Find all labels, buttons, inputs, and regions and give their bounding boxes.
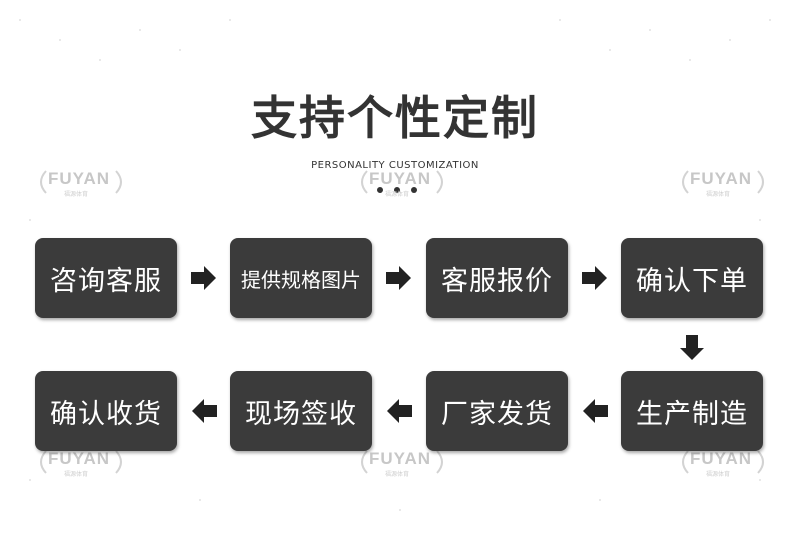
watermark-brand: FUYAN — [690, 169, 752, 188]
step-factory-ship: 厂家发货 — [426, 371, 568, 451]
watermark-logo: FUYAN 福源体育 — [678, 163, 768, 203]
watermark-logo: FUYAN 福源体育 — [357, 163, 447, 203]
arrow-right-icon — [582, 266, 607, 290]
title-dots-decoration — [377, 187, 417, 195]
page-title: 支持个性定制 — [251, 91, 539, 145]
arrow-left-icon — [583, 399, 608, 423]
watermark-logo: FUYAN 福源体育 — [357, 443, 447, 483]
step-consult-service: 咨询客服 — [35, 238, 177, 318]
step-confirm-receipt: 确认收货 — [35, 371, 177, 451]
arrow-left-icon — [387, 399, 412, 423]
step-provide-specs: 提供规格图片 — [230, 238, 372, 318]
watermark-brand: FUYAN — [690, 449, 752, 468]
watermark-brand: FUYAN — [369, 169, 431, 188]
watermark-sub: 福源体育 — [64, 191, 89, 198]
watermark-sub: 福源体育 — [706, 471, 731, 478]
step-production: 生产制造 — [621, 371, 763, 451]
watermark-brand: FUYAN — [48, 449, 110, 468]
watermark-brand: FUYAN — [369, 449, 431, 468]
watermark-logo: FUYAN 福源体育 — [36, 443, 126, 483]
arrow-right-icon — [191, 266, 216, 290]
step-service-quote: 客服报价 — [426, 238, 568, 318]
step-onsite-sign: 现场签收 — [230, 371, 372, 451]
watermark-logo: FUYAN 福源体育 — [678, 443, 768, 483]
watermark-logo: FUYAN 福源体育 — [36, 163, 126, 203]
watermark-sub: 福源体育 — [706, 191, 731, 198]
page-subtitle: PERSONALITY CUSTOMIZATION — [311, 160, 479, 171]
watermark-sub: 福源体育 — [64, 471, 89, 478]
arrow-left-icon — [192, 399, 217, 423]
arrow-down-icon — [680, 335, 704, 360]
arrow-right-icon — [386, 266, 411, 290]
watermark-sub: 福源体育 — [385, 191, 410, 198]
watermark-sub: 福源体育 — [385, 471, 410, 478]
step-confirm-order: 确认下单 — [621, 238, 763, 318]
watermark-brand: FUYAN — [48, 169, 110, 188]
